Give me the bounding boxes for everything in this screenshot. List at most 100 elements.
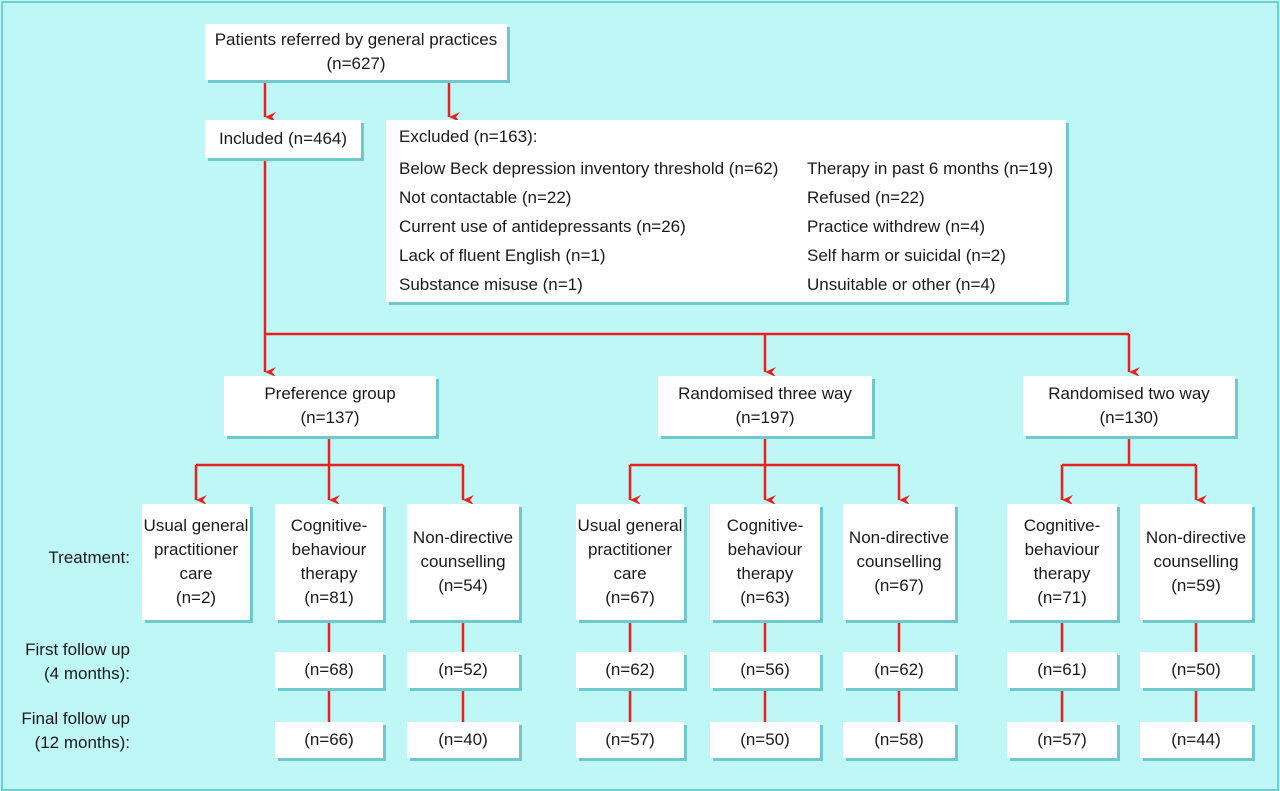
final-follow-up-box-count: (n=66) [304,730,354,749]
excluded-reason: Below Beck depression inventory threshol… [399,159,779,178]
excluded-reason: Lack of fluent English (n=1) [399,246,606,265]
treatment-count: (n=67) [605,588,655,607]
first-follow-up-box-count: (n=56) [740,660,790,679]
excluded-reason: Refused (n=22) [807,188,925,207]
randomised-two-way-box: Randomised two way (n=130) [1023,376,1235,436]
treatment-count: (n=59) [1171,576,1221,595]
first-follow-up-box: (n=50) [1140,652,1252,688]
excluded-reason: Practice withdrew (n=4) [807,217,986,236]
group-count: (n=130) [1099,408,1159,427]
final-follow-up-box: (n=66) [275,722,383,758]
final-follow-up-box: (n=44) [1140,722,1252,758]
first-follow-up-text: First follow up [25,640,130,659]
final-follow-up-box: (n=40) [407,722,519,758]
referred-box: Patients referred by general practices (… [205,24,507,80]
preference-group-box: Preference group (n=137) [224,376,436,436]
first-follow-up-box-count: (n=50) [1171,660,1221,679]
treatment-row-label: Treatment: [0,546,130,570]
treatment-count: (n=2) [175,588,217,607]
first-follow-up-box: (n=68) [275,652,383,688]
first-follow-up-box-count: (n=61) [1037,660,1087,679]
excluded-reason: Substance misuse (n=1) [399,275,583,294]
treatment-label: therapy [1033,564,1091,583]
first-follow-up-box-count: (n=62) [874,660,924,679]
randomised-three-way-box: Randomised three way (n=197) [658,376,872,436]
treatment-label: Cognitive- [726,516,804,535]
group-label: Randomised three way [678,384,852,403]
treatment-count: (n=54) [438,576,488,595]
excluded-reason: Current use of antidepressants (n=26) [399,217,686,236]
final-follow-up-box-count: (n=50) [740,730,790,749]
final-follow-up-box-count: (n=57) [605,730,655,749]
referred-label: Patients referred by general practices [214,30,498,49]
treatment-count: (n=81) [304,588,354,607]
treatment-label: Cognitive- [1023,516,1101,535]
first-follow-up-box: (n=62) [843,652,955,688]
treatment-label: Non-directive [848,528,950,547]
treatment-count: (n=63) [740,588,790,607]
final-follow-up-row-label: Final follow up (12 months): [0,707,130,755]
treatment-count: (n=67) [874,576,924,595]
final-follow-up-box: (n=58) [843,722,955,758]
treatment-label: behaviour [727,540,803,559]
treatment-label: practitioner [153,540,239,559]
treatment-box: Non-directive counselling (n=54) [407,504,519,620]
treatment-label: Usual general [143,516,249,535]
group-count: (n=137) [300,408,360,427]
first-follow-up-box: (n=56) [710,652,820,688]
first-follow-up-box-count: (n=62) [605,660,655,679]
treatment-label: therapy [300,564,358,583]
treatment-label: care [613,564,647,583]
treatment-label: behaviour [1024,540,1100,559]
final-follow-up-box-count: (n=57) [1037,730,1087,749]
treatment-label: Cognitive- [290,516,368,535]
treatment-box: Non-directive counselling (n=67) [843,504,955,620]
treatment-box: Non-directive counselling (n=59) [1140,504,1252,620]
first-follow-up-box: (n=62) [576,652,684,688]
final-follow-up-box: (n=57) [576,722,684,758]
included-label: Included (n=464) [218,129,348,148]
treatment-label: Non-directive [1145,528,1247,547]
treatment-label: counselling [1153,552,1239,571]
included-box: Included (n=464) [205,120,361,158]
treatment-box: Usual general practitioner care (n=67) [576,504,684,620]
treatment-label: therapy [736,564,794,583]
treatment-label: counselling [420,552,506,571]
referred-count: (n=627) [326,54,386,73]
excluded-reason: Self harm or suicidal (n=2) [807,246,1006,265]
final-follow-up-box-count: (n=44) [1171,730,1221,749]
treatment-label: practitioner [587,540,673,559]
first-follow-up-box-count: (n=52) [438,660,488,679]
first-follow-up-period: (4 months): [44,664,130,683]
excluded-reason: Not contactable (n=22) [399,188,572,207]
final-follow-up-box: (n=57) [1007,722,1117,758]
final-follow-up-box-count: (n=58) [874,730,924,749]
excluded-reason: Unsuitable or other (n=4) [807,275,996,294]
first-follow-up-box: (n=52) [407,652,519,688]
final-follow-up-box: (n=50) [710,722,820,758]
excluded-title: Excluded (n=163): [399,127,538,146]
excluded-box: Excluded (n=163): Below Beck depression … [386,120,1066,302]
group-label: Preference group [264,384,396,403]
treatment-box: Usual general practitioner care (n=2) [142,504,250,620]
final-follow-up-period: (12 months): [34,733,130,752]
treatment-box: Cognitive-behaviour therapy (n=63) [710,504,820,620]
treatment-label: Usual general [577,516,683,535]
excluded-reason: Therapy in past 6 months (n=19) [807,159,1054,178]
treatment-box: Cognitive-behaviour therapy (n=81) [275,504,383,620]
first-follow-up-box-count: (n=68) [304,660,354,679]
treatment-label: behaviour [291,540,367,559]
treatment-label: care [179,564,213,583]
group-label: Randomised two way [1048,384,1210,403]
first-follow-up-row-label: First follow up (4 months): [0,638,130,686]
treatment-label: counselling [856,552,942,571]
treatment-label-text: Treatment: [48,548,130,567]
final-follow-up-text: Final follow up [21,709,130,728]
first-follow-up-box: (n=61) [1007,652,1117,688]
group-count: (n=197) [735,408,795,427]
final-follow-up-box-count: (n=40) [438,730,488,749]
treatment-label: Non-directive [412,528,514,547]
